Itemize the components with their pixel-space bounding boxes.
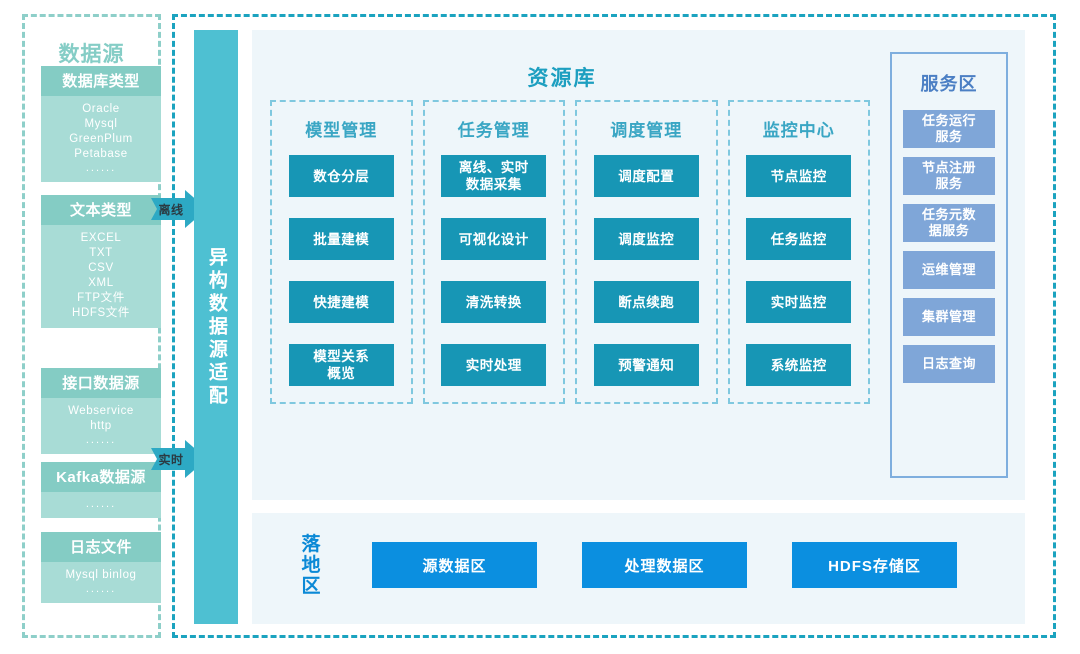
service-area-box: 服务区 任务运行服务 节点注册服务 任务元数据服务 运维管理 集群管理 日志查询	[890, 52, 1008, 478]
repo-item[interactable]: 系统监控	[746, 344, 852, 386]
arrow-right-icon	[151, 190, 207, 228]
datasource-box-header: 接口数据源	[41, 368, 161, 398]
datasource-item: GreenPlum	[69, 133, 133, 145]
datasource-item: Mysql	[84, 118, 118, 130]
datasource-item: Mysql binlog	[65, 569, 137, 581]
landing-zone-panel: 落地区 源数据区 处理数据区 HDFS存储区	[252, 513, 1025, 624]
datasource-box-log[interactable]: 日志文件 Mysql binlog ......	[41, 532, 161, 603]
column-title: 模型管理	[305, 121, 378, 140]
landing-item[interactable]: HDFS存储区	[792, 542, 957, 588]
datasource-item: HDFS文件	[72, 307, 130, 319]
datasource-item: TXT	[89, 247, 113, 259]
datasource-item: Webservice	[68, 405, 134, 417]
repo-item[interactable]: 预警通知	[593, 344, 699, 386]
repo-item[interactable]: 可视化设计	[441, 218, 547, 260]
repository-column-monitor: 监控中心 节点监控 任务监控 实时监控 系统监控	[727, 100, 870, 404]
datasource-item: XML	[88, 277, 114, 289]
datasource-box-database[interactable]: 数据库类型 Oracle Mysql GreenPlum Petabase ..…	[41, 66, 161, 182]
column-title: 调度管理	[610, 121, 683, 140]
datasource-item: Petabase	[74, 148, 128, 160]
repo-item[interactable]: 节点监控	[746, 155, 852, 197]
repository-columns: 模型管理 数仓分层 批量建模 快捷建模 模型关系概览 任务管理 离线、实时数据采…	[270, 100, 870, 404]
datasource-box-header: 数据库类型	[41, 66, 161, 96]
landing-item[interactable]: 源数据区	[372, 542, 537, 588]
datasource-box-header: Kafka数据源	[41, 462, 161, 492]
landing-zone-title: 落地区	[301, 534, 321, 597]
datasource-box-body: ......	[41, 492, 161, 518]
repository-title: 资源库	[527, 67, 597, 90]
datasource-box-text[interactable]: 文本类型 EXCEL TXT CSV XML FTP文件 HDFS文件	[41, 195, 161, 328]
repo-item[interactable]: 快捷建模	[288, 281, 394, 323]
repo-item[interactable]: 断点续跑	[593, 281, 699, 323]
repository-panel: 资源库 模型管理 数仓分层 批量建模 快捷建模 模型关系概览 任务管理 离线、实…	[252, 30, 1025, 500]
repo-item[interactable]: 任务监控	[746, 218, 852, 260]
datasource-title: 数据源	[58, 43, 125, 66]
datasource-item: Oracle	[82, 103, 120, 115]
datasource-box-body: Webservice http ......	[41, 398, 161, 454]
service-item[interactable]: 任务运行服务	[903, 110, 995, 148]
datasource-box-header: 日志文件	[41, 532, 161, 562]
service-item[interactable]: 节点注册服务	[903, 157, 995, 195]
datasource-item: EXCEL	[80, 232, 122, 244]
datasource-ellipsis: ......	[85, 434, 117, 446]
datasource-ellipsis: ......	[85, 498, 117, 510]
datasource-box-header: 文本类型	[41, 195, 161, 225]
repo-item[interactable]: 模型关系概览	[288, 344, 394, 386]
service-item[interactable]: 集群管理	[903, 298, 995, 336]
landing-item[interactable]: 处理数据区	[582, 542, 747, 588]
datasource-item: CSV	[88, 262, 114, 274]
repo-item[interactable]: 实时监控	[746, 281, 852, 323]
column-title: 监控中心	[762, 121, 835, 140]
datasource-item: http	[90, 420, 112, 432]
arrow-offline-label: 离线	[158, 202, 184, 217]
datasource-item: FTP文件	[77, 292, 125, 304]
repo-item[interactable]: 离线、实时数据采集	[441, 155, 547, 197]
service-item[interactable]: 日志查询	[903, 345, 995, 383]
repository-column-schedule: 调度管理 调度配置 调度监控 断点续跑 预警通知	[575, 100, 718, 404]
repo-item[interactable]: 调度监控	[593, 218, 699, 260]
service-area-title: 服务区	[920, 74, 978, 94]
repository-column-model: 模型管理 数仓分层 批量建模 快捷建模 模型关系概览	[270, 100, 413, 404]
service-item[interactable]: 任务元数据服务	[903, 204, 995, 242]
service-item[interactable]: 运维管理	[903, 251, 995, 289]
arrow-realtime-label: 实时	[158, 452, 184, 467]
arrow-realtime: 实时	[151, 440, 207, 478]
datasource-box-interface[interactable]: 接口数据源 Webservice http ......	[41, 368, 161, 454]
repo-item[interactable]: 清洗转换	[441, 281, 547, 323]
datasource-box-body: Mysql binlog ......	[41, 562, 161, 603]
platform-frame	[172, 14, 1056, 638]
adapter-bar[interactable]: 异构数据源适配	[194, 30, 238, 624]
datasource-ellipsis: ......	[85, 162, 117, 174]
datasource-ellipsis: ......	[85, 583, 117, 595]
repo-item[interactable]: 批量建模	[288, 218, 394, 260]
repo-item[interactable]: 实时处理	[441, 344, 547, 386]
adapter-label: 异构数据源适配	[205, 246, 227, 408]
repo-item[interactable]: 数仓分层	[288, 155, 394, 197]
datasource-box-body: EXCEL TXT CSV XML FTP文件 HDFS文件	[41, 225, 161, 328]
arrow-offline: 离线	[151, 190, 207, 228]
repository-column-task: 任务管理 离线、实时数据采集 可视化设计 清洗转换 实时处理	[422, 100, 565, 404]
landing-zone-items: 源数据区 处理数据区 HDFS存储区	[372, 542, 957, 588]
datasource-box-kafka[interactable]: Kafka数据源 ......	[41, 462, 161, 518]
repo-item[interactable]: 调度配置	[593, 155, 699, 197]
column-title: 任务管理	[457, 121, 530, 140]
arrow-right-icon	[151, 440, 207, 478]
datasource-box-body: Oracle Mysql GreenPlum Petabase ......	[41, 96, 161, 182]
